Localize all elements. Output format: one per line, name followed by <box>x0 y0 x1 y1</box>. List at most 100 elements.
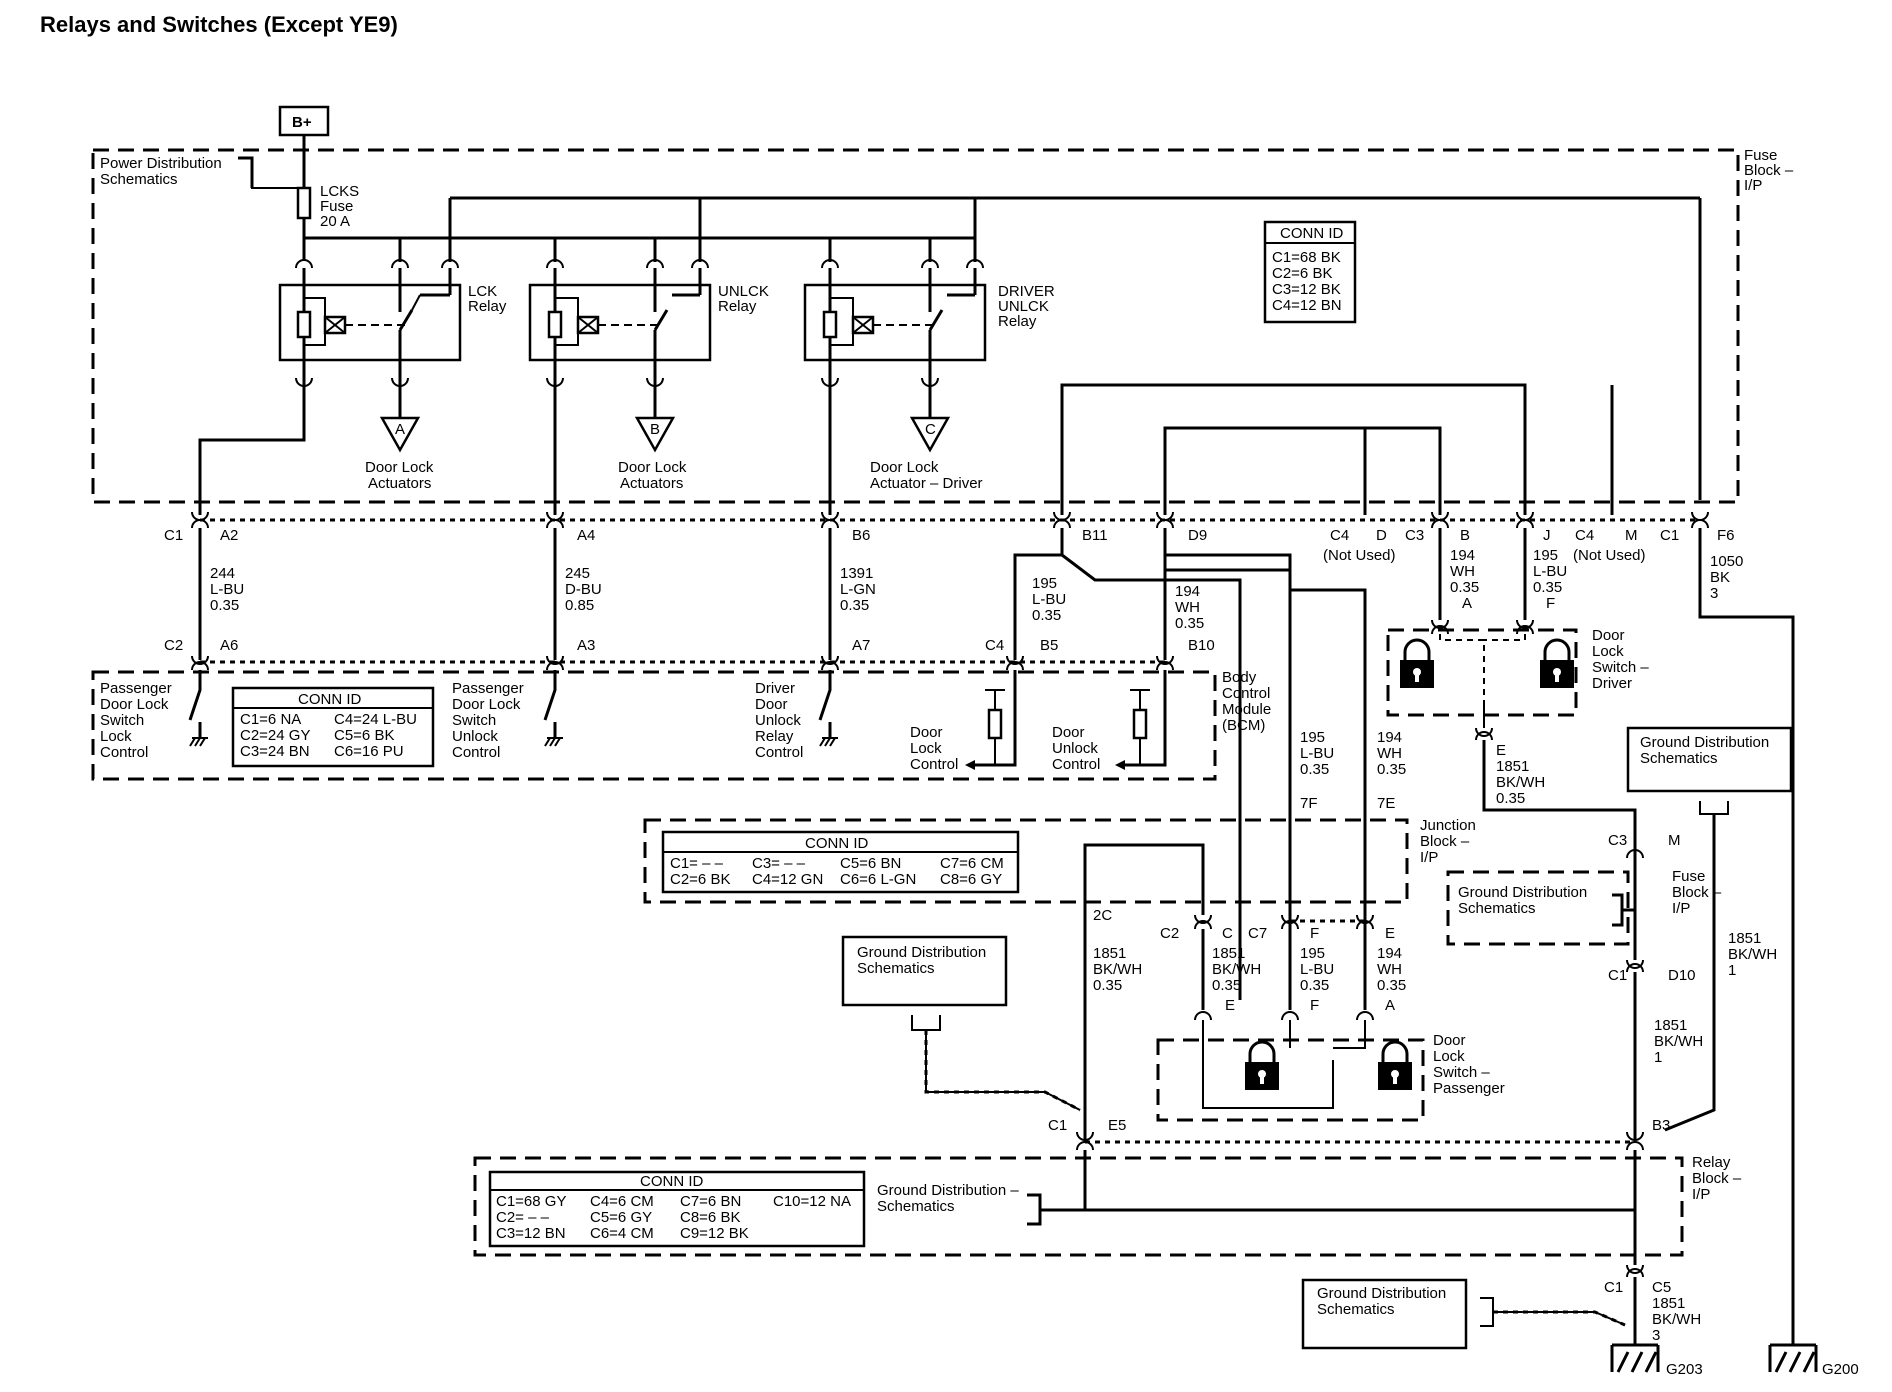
svg-text:Block –: Block – <box>1420 833 1470 850</box>
svg-text:C4: C4 <box>985 637 1004 654</box>
passenger-switch-lock-icon <box>1245 1040 1279 1090</box>
svg-text:F6: F6 <box>1717 527 1735 544</box>
svg-text:E: E <box>1496 742 1506 759</box>
svg-text:Passenger: Passenger <box>100 680 172 697</box>
svg-text:1: 1 <box>1728 962 1736 979</box>
svg-text:A: A <box>1385 997 1395 1014</box>
svg-text:Schematics: Schematics <box>1458 900 1536 917</box>
svg-text:B6: B6 <box>852 527 870 544</box>
svg-text:0.35: 0.35 <box>840 597 869 614</box>
svg-text:C1= – –: C1= – – <box>670 855 724 872</box>
svg-text:Control: Control <box>100 744 148 761</box>
svg-text:Schematics: Schematics <box>1317 1301 1395 1318</box>
wire-labels-upper: 244 L-BU 0.35 245 D-BU 0.85 1391 L-GN 0.… <box>210 547 1743 632</box>
lck-relay-label: LCK Relay <box>468 283 507 315</box>
svg-text:I/P: I/P <box>1672 900 1690 917</box>
svg-text:C3: C3 <box>1608 832 1627 849</box>
svg-text:0.35: 0.35 <box>1377 761 1406 778</box>
svg-text:D: D <box>1376 527 1387 544</box>
svg-text:C4: C4 <box>1575 527 1594 544</box>
svg-text:BK/WH: BK/WH <box>1496 774 1545 791</box>
svg-text:Schematics: Schematics <box>1640 750 1718 767</box>
svg-text:C7=6 CM: C7=6 CM <box>940 855 1004 872</box>
svg-text:B10: B10 <box>1188 637 1215 654</box>
svg-text:A7: A7 <box>852 637 870 654</box>
svg-text:Switch –: Switch – <box>1592 659 1649 676</box>
svg-text:D10: D10 <box>1668 967 1696 984</box>
svg-text:M: M <box>1625 527 1638 544</box>
svg-text:Door: Door <box>1052 724 1085 741</box>
svg-text:C8=6 BK: C8=6 BK <box>680 1209 740 1226</box>
svg-text:0.35: 0.35 <box>1496 790 1525 807</box>
svg-text:WH: WH <box>1377 961 1402 978</box>
svg-text:Door Lock: Door Lock <box>452 696 521 713</box>
svg-text:WH: WH <box>1377 745 1402 762</box>
svg-text:Ground Distribution: Ground Distribution <box>1317 1285 1446 1302</box>
svg-text:C3= – –: C3= – – <box>752 855 806 872</box>
svg-text:BK/WH: BK/WH <box>1654 1033 1703 1050</box>
ground-distribution-ref-bottom: Ground Distribution Schematics <box>1301 1278 1626 1350</box>
svg-text:0.35: 0.35 <box>1093 977 1122 994</box>
svg-text:Driver: Driver <box>1592 675 1632 692</box>
svg-text:Block –: Block – <box>1672 884 1722 901</box>
svg-text:7E: 7E <box>1377 795 1395 812</box>
svg-text:L-BU: L-BU <box>1300 745 1334 762</box>
ground-g203-icon <box>1610 1343 1660 1373</box>
svg-text:C7: C7 <box>1248 925 1267 942</box>
svg-text:1851: 1851 <box>1728 930 1761 947</box>
svg-text:(Not Used): (Not Used) <box>1323 547 1396 564</box>
svg-text:2C: 2C <box>1093 907 1112 924</box>
svg-text:BK: BK <box>1710 569 1730 586</box>
svg-text:D-BU: D-BU <box>565 581 602 598</box>
svg-text:Door: Door <box>1433 1032 1466 1049</box>
driver-door-lock-switch-outline <box>1386 628 1578 717</box>
svg-text:0.35: 0.35 <box>1377 977 1406 994</box>
passenger-unlock-switch-input <box>543 670 563 747</box>
svg-text:CONN ID: CONN ID <box>298 691 362 708</box>
svg-text:195: 195 <box>1300 729 1325 746</box>
svg-text:Fuse: Fuse <box>1744 147 1777 164</box>
svg-text:J: J <box>1543 527 1551 544</box>
svg-text:1851: 1851 <box>1654 1017 1687 1034</box>
svg-text:Ground Distribution –: Ground Distribution – <box>877 1182 1019 1199</box>
svg-text:L-BU: L-BU <box>1032 591 1066 608</box>
svg-text:Relay: Relay <box>755 728 794 745</box>
svg-text:Control: Control <box>755 744 803 761</box>
svg-text:C5=6 BK: C5=6 BK <box>334 727 394 744</box>
wire-1851-driver-label: E 1851 BK/WH 0.35 <box>1496 742 1545 807</box>
svg-text:C6=16 PU: C6=16 PU <box>334 743 404 760</box>
svg-text:C3=12 BN: C3=12 BN <box>496 1225 566 1242</box>
svg-text:(BCM): (BCM) <box>1222 717 1265 734</box>
svg-text:3: 3 <box>1710 585 1718 602</box>
unlck-relay-label: UNLCK Relay <box>718 283 769 315</box>
svg-text:C7=6 BN: C7=6 BN <box>680 1193 741 1210</box>
svg-text:C1: C1 <box>164 527 183 544</box>
svg-text:0.35: 0.35 <box>1450 579 1479 596</box>
bcm-function-labels: Passenger Door Lock Switch Lock Control … <box>100 680 1100 773</box>
svg-text:C1=68 BK: C1=68 BK <box>1272 249 1341 266</box>
svg-text:C5=6 GY: C5=6 GY <box>590 1209 652 1226</box>
svg-text:I/P: I/P <box>1744 177 1762 194</box>
svg-text:C3: C3 <box>1405 527 1424 544</box>
svg-text:Actuators: Actuators <box>368 475 431 492</box>
svg-text:Relay: Relay <box>1692 1154 1731 1171</box>
bcm-label: Body Control Module (BCM) <box>1222 669 1271 734</box>
battery-positive-label: B+ <box>292 114 312 131</box>
svg-text:A3: A3 <box>577 637 595 654</box>
svg-text:LCKS: LCKS <box>320 183 359 200</box>
battery-positive-box <box>278 105 330 137</box>
svg-text:C1: C1 <box>1660 527 1679 544</box>
svg-text:Lock: Lock <box>100 728 132 745</box>
svg-text:I/P: I/P <box>1692 1186 1710 1203</box>
svg-text:BK/WH: BK/WH <box>1652 1311 1701 1328</box>
svg-text:D9: D9 <box>1188 527 1207 544</box>
svg-text:194: 194 <box>1450 547 1475 564</box>
svg-text:Driver: Driver <box>755 680 795 697</box>
svg-text:B11: B11 <box>1082 527 1108 544</box>
relay-bottom-connectors <box>295 377 939 387</box>
svg-text:Schematics: Schematics <box>857 960 935 977</box>
svg-text:M: M <box>1668 832 1681 849</box>
svg-text:0.35: 0.35 <box>1300 977 1329 994</box>
svg-text:Ground Distribution: Ground Distribution <box>1640 734 1769 751</box>
